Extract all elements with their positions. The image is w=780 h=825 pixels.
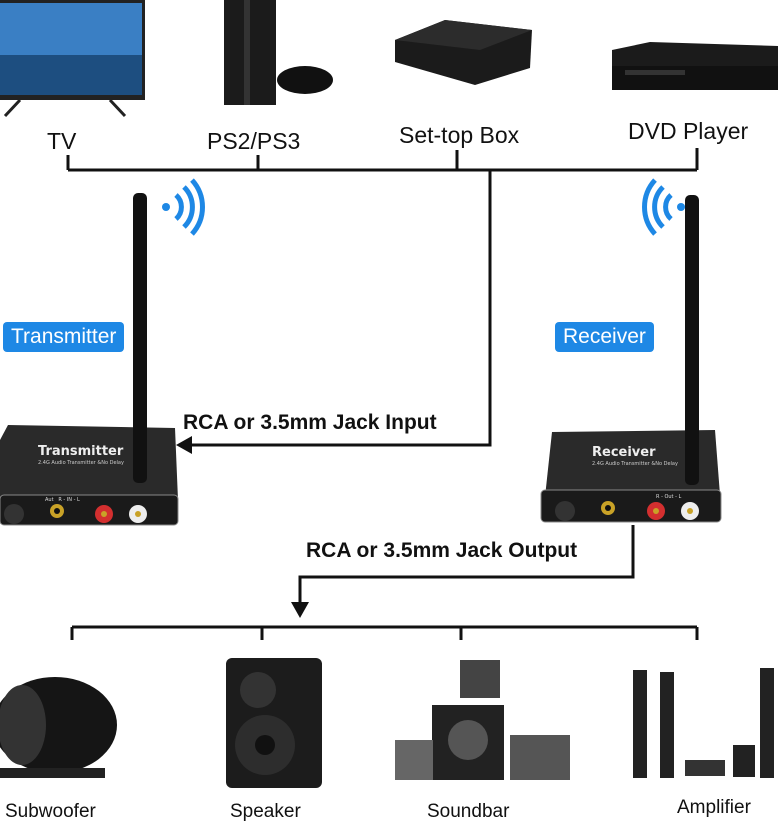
output-label-subwoofer: Subwoofer (5, 801, 96, 822)
output-label: RCA or 3.5mm Jack Output (306, 539, 578, 562)
source-label-ps: PS2/PS3 (207, 128, 301, 154)
subwoofer-image (0, 677, 117, 778)
transmitter-device: Transmitter 2.4G Audio Transmitter &No D… (0, 193, 179, 526)
source-label-dvd: DVD Player (628, 118, 749, 144)
input-arrow-icon (176, 436, 192, 454)
dvd-player-image (612, 42, 778, 90)
source-label-tv: TV (47, 128, 77, 154)
receiver-port-labels: R - Out - L (656, 494, 682, 500)
transmitter-device-subtitle: 2.4G Audio Transmitter &No Delay (38, 460, 124, 466)
output-label-speaker: Speaker (230, 801, 301, 822)
output-label-soundbar: Soundbar (427, 801, 510, 822)
transmitter-badge: Transmitter (3, 322, 125, 352)
input-label: RCA or 3.5mm Jack Input (183, 411, 437, 434)
output-label-amplifier: Amplifier (677, 797, 751, 818)
source-label-settop: Set-top Box (399, 122, 520, 148)
receiver-device-title: Receiver (592, 445, 656, 460)
ps3-image (224, 0, 333, 105)
receiver-badge: Receiver (555, 322, 654, 352)
receiver-device: Receiver 2.4G Audio Transmitter &No Dela… (540, 195, 722, 523)
speaker-image (226, 658, 322, 788)
transmitter-port-labels: Aut R - IN - L (45, 497, 80, 503)
wifi-receive-icon (642, 178, 685, 236)
soundbar-image (395, 660, 570, 780)
receiver-device-subtitle: 2.4G Audio Transmitter &No Delay (592, 461, 678, 467)
output-arrow-icon (291, 602, 309, 618)
wifi-transmit-icon (162, 178, 205, 236)
set-top-box-image (395, 20, 532, 85)
source-bus-lines (66, 148, 699, 640)
tv-image (0, 0, 145, 118)
transmitter-device-title: Transmitter (38, 444, 124, 459)
amplifier-system-image (633, 668, 774, 778)
